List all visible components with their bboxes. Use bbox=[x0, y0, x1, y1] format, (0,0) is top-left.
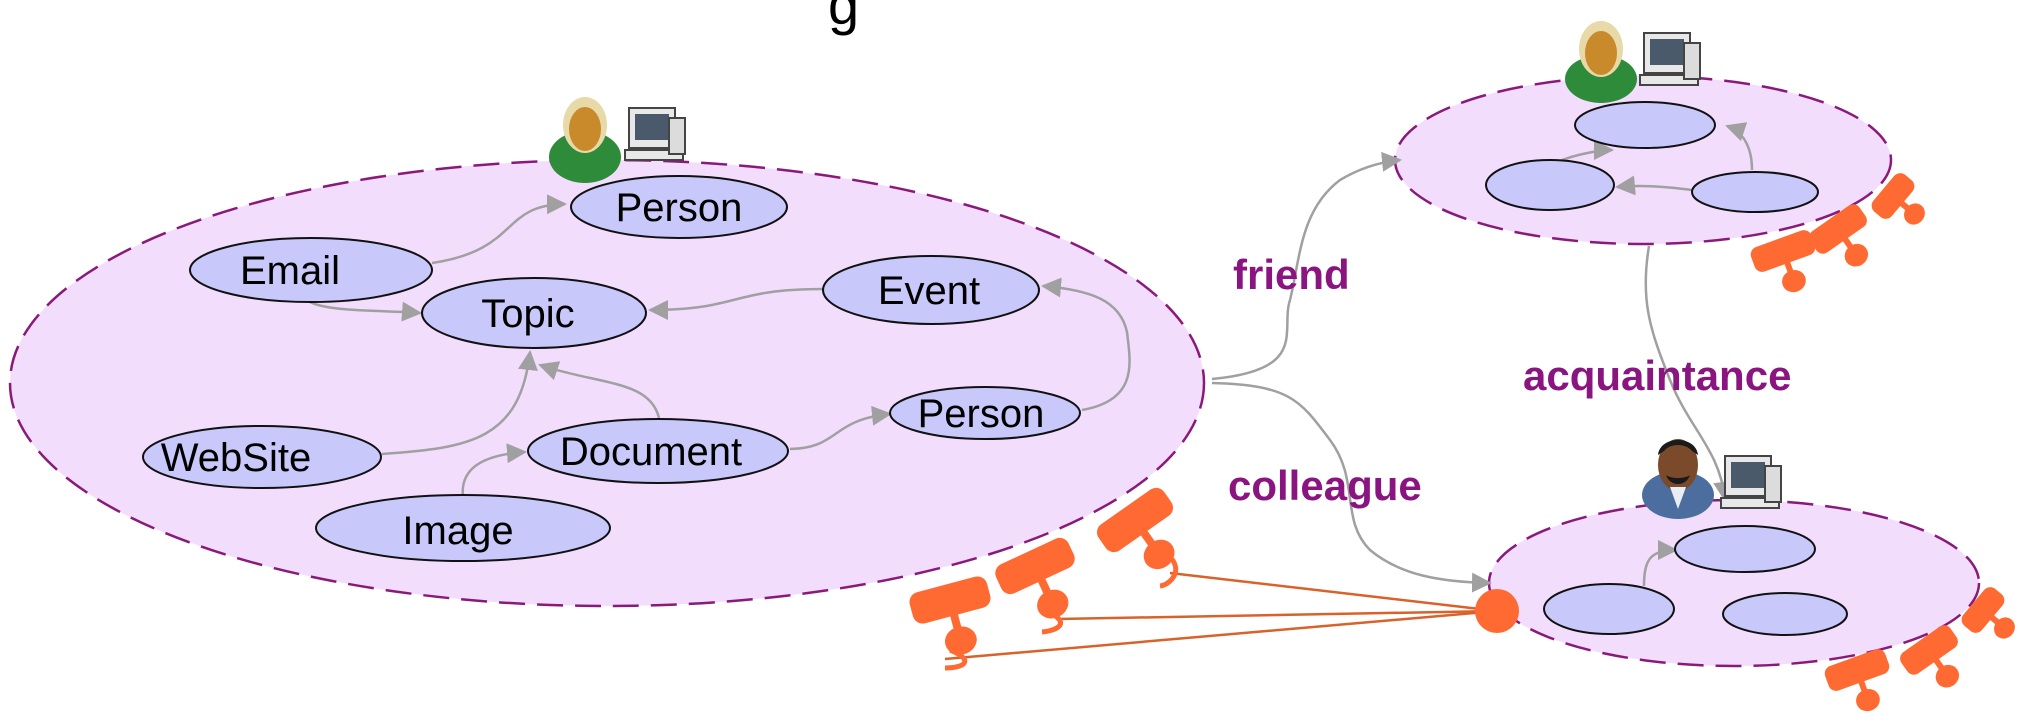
colleague-space-arrows bbox=[1642, 540, 1678, 587]
arrow-person-event bbox=[1041, 277, 1131, 412]
node-person-right-label: Person bbox=[918, 392, 1045, 436]
colleague-node-right bbox=[1722, 592, 1848, 636]
friend-space-plugs bbox=[1750, 173, 1925, 293]
arrow-image-document bbox=[461, 443, 527, 498]
node-topic: Topic bbox=[421, 277, 647, 349]
friend-node-right bbox=[1691, 171, 1819, 213]
arrow-colleague-relation bbox=[1211, 381, 1492, 593]
arrow-document-person bbox=[789, 405, 892, 451]
arrow-email-topic bbox=[309, 300, 422, 322]
arrow-colleague-a bbox=[1642, 540, 1678, 587]
relation-label-friend: friend bbox=[1233, 251, 1350, 298]
relation-label-acquaintance: acquaintance bbox=[1523, 352, 1791, 399]
computer-icon bbox=[1720, 455, 1782, 509]
node-website: WebSite bbox=[142, 425, 382, 489]
plug-icon bbox=[1900, 625, 1960, 688]
plug-icon bbox=[1871, 173, 1925, 225]
node-topic-label: Topic bbox=[481, 292, 574, 336]
colleague-node-left bbox=[1543, 583, 1675, 635]
friend-node-left bbox=[1485, 159, 1615, 211]
arrow-friend-b bbox=[1615, 175, 1693, 196]
colleague-space-cloud bbox=[1487, 498, 1981, 668]
node-email-label: Email bbox=[240, 249, 340, 293]
computer-icon bbox=[624, 107, 686, 161]
person-female-icon bbox=[1565, 21, 1637, 103]
arrow-website-topic bbox=[381, 350, 538, 456]
colleague-node-top bbox=[1674, 525, 1816, 573]
node-email: Email bbox=[189, 237, 433, 303]
node-image-label: Image bbox=[402, 509, 513, 553]
arrow-friend-c bbox=[1725, 122, 1754, 171]
node-document-label: Document bbox=[560, 430, 742, 474]
person-male-icon bbox=[1642, 439, 1714, 519]
main-space-socket-arcs bbox=[944, 553, 1179, 671]
plug-icon bbox=[995, 537, 1075, 619]
colleague-space-plugs bbox=[1824, 587, 2015, 712]
relation-arrows bbox=[1211, 151, 1734, 593]
node-person-right: Person bbox=[889, 386, 1081, 440]
arrow-event-topic bbox=[648, 287, 824, 320]
node-image: Image bbox=[315, 494, 611, 562]
node-person-top-label: Person bbox=[616, 186, 743, 230]
arrow-email-person bbox=[431, 194, 567, 265]
plug-icon bbox=[1750, 230, 1816, 293]
plug-icon bbox=[1096, 487, 1175, 570]
arrow-acquaintance-relation bbox=[1644, 245, 1734, 502]
plug-icon bbox=[1809, 204, 1869, 267]
node-website-label: WebSite bbox=[161, 436, 311, 480]
relation-label-colleague: colleague bbox=[1228, 462, 1422, 509]
main-space-plugs bbox=[909, 487, 1175, 655]
plug-icon bbox=[1824, 649, 1890, 712]
friend-node-top bbox=[1574, 101, 1716, 149]
title-fragment: g bbox=[828, 0, 859, 36]
arrow-friend-relation bbox=[1211, 151, 1402, 381]
node-event-label: Event bbox=[878, 269, 980, 313]
plug-icon bbox=[909, 576, 991, 655]
node-event: Event bbox=[822, 255, 1040, 325]
main-space-arrows bbox=[309, 194, 1131, 498]
computer-icon bbox=[1639, 32, 1701, 86]
node-person-top: Person bbox=[570, 175, 788, 239]
node-document: Document bbox=[527, 418, 789, 484]
plug-hub bbox=[1475, 589, 1519, 633]
plug-connection-lines bbox=[944, 571, 1498, 661]
plug-icon bbox=[1961, 587, 2015, 639]
person-female-icon bbox=[549, 97, 621, 183]
arrow-document-topic bbox=[538, 361, 661, 419]
